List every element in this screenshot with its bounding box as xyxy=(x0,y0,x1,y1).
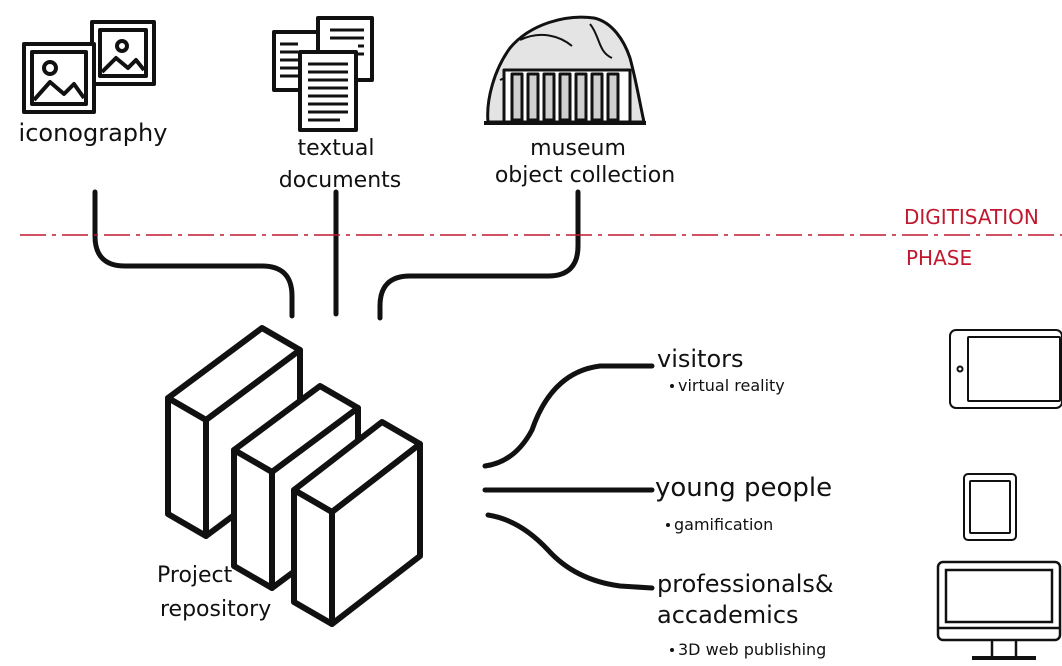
label-young-people: young people xyxy=(655,473,832,503)
label-professionals: professionals& xyxy=(657,570,834,598)
bullet-dot xyxy=(670,384,674,388)
picture-frames-icon xyxy=(22,20,156,114)
label-project: Project xyxy=(157,563,233,588)
label-virtual-reality: virtual reality xyxy=(678,376,785,395)
source-connectors xyxy=(92,189,581,321)
museum-temple-icon xyxy=(484,15,646,125)
label-repository: repository xyxy=(160,597,271,622)
label-iconography: iconography xyxy=(19,119,168,147)
label-gamification: gamification xyxy=(674,515,773,534)
bullet-dot xyxy=(670,648,674,652)
label-museum: museum xyxy=(530,136,626,161)
bullet-dot xyxy=(666,523,670,527)
desktop-monitor-icon xyxy=(936,560,1062,660)
label-accademics: accademics xyxy=(657,601,799,629)
label-object-collection: object collection xyxy=(495,163,675,188)
documents-icon xyxy=(272,16,374,132)
audience-connectors xyxy=(482,363,655,591)
label-documents: documents xyxy=(279,168,401,193)
label-textual: textual xyxy=(298,136,375,161)
phase-label-line2: PHASE xyxy=(906,246,972,270)
label-3d-web-publishing: 3D web publishing xyxy=(678,640,826,659)
label-visitors: visitors xyxy=(657,345,744,373)
server-blocks-icon xyxy=(165,325,423,627)
tablet-portrait-icon xyxy=(963,473,1017,541)
tablet-landscape-icon xyxy=(949,329,1062,409)
phase-label-line1: DIGITISATION xyxy=(904,205,1039,229)
